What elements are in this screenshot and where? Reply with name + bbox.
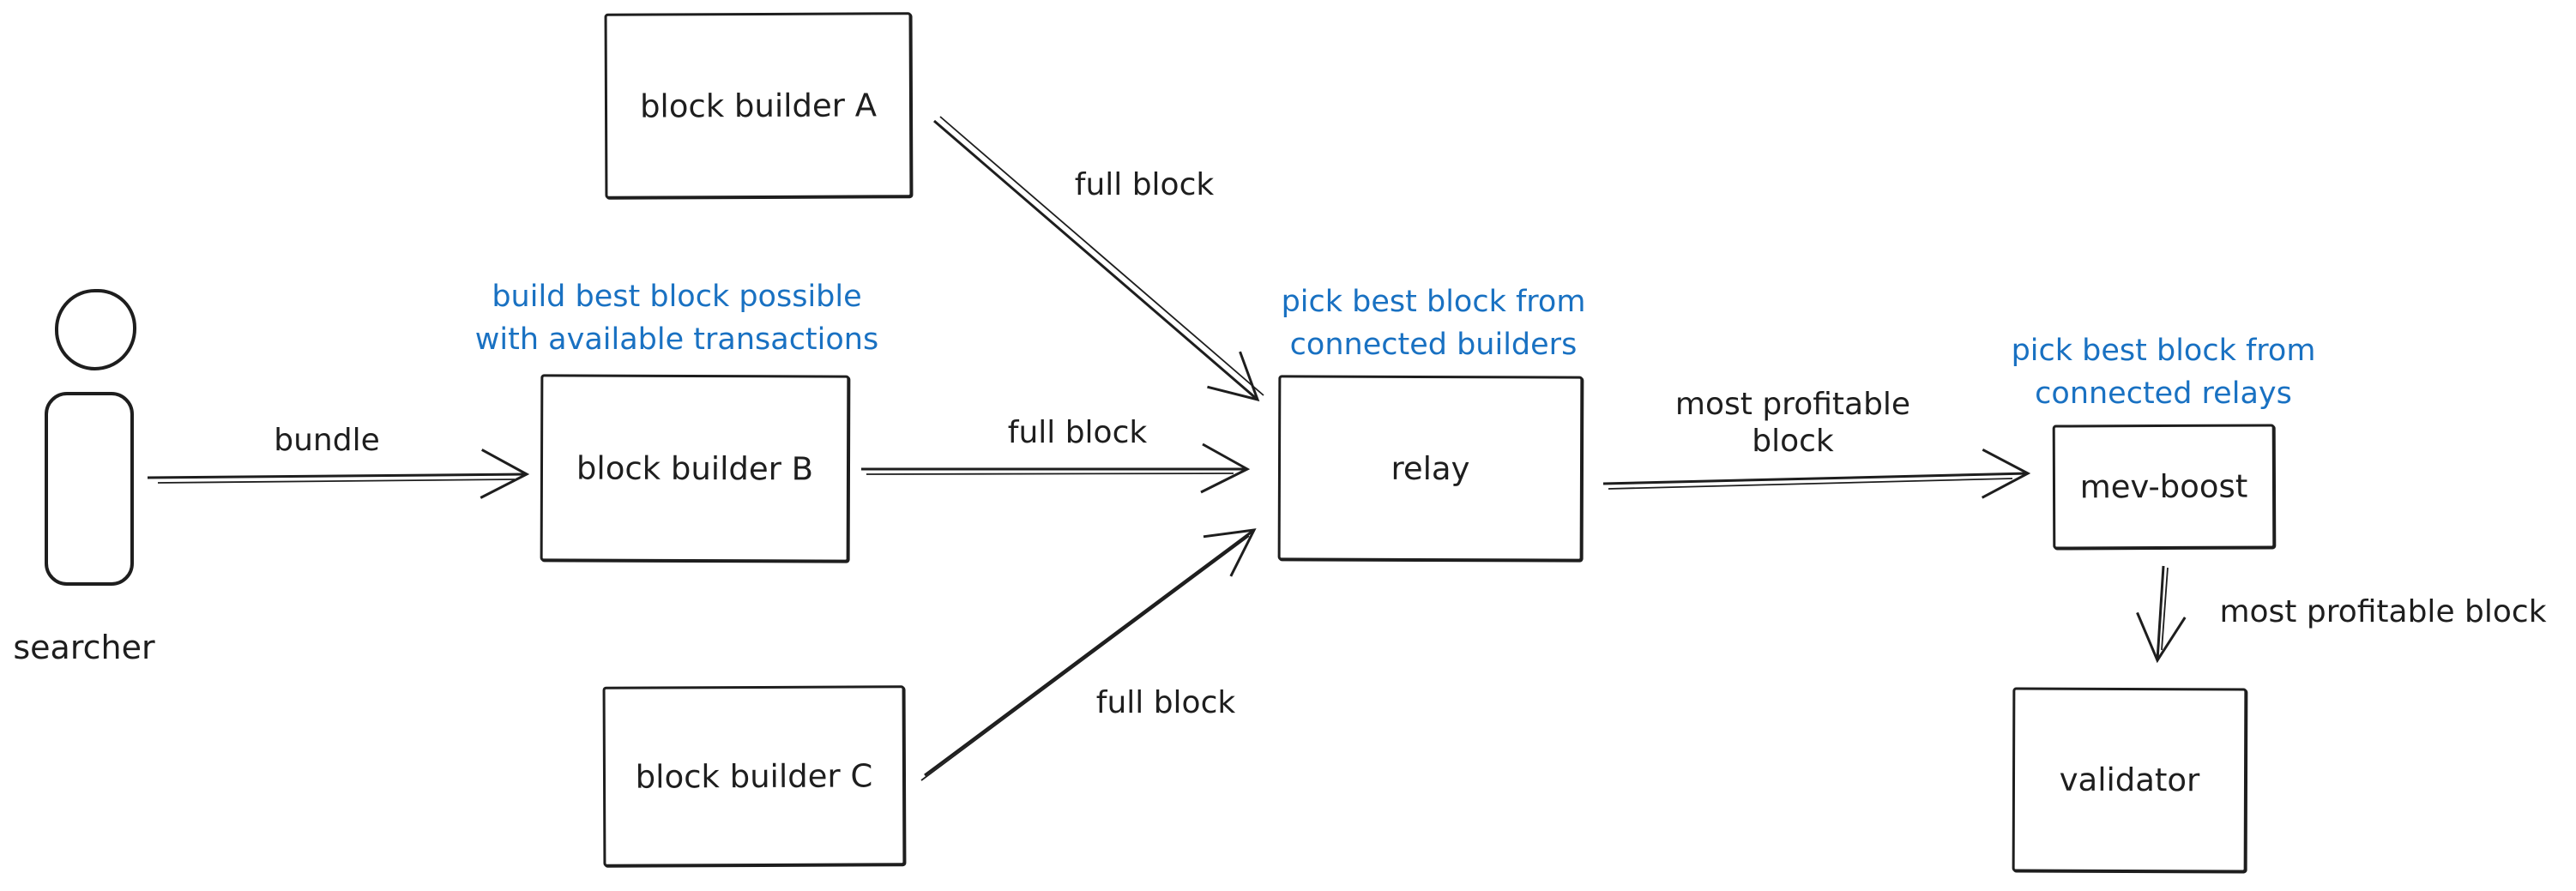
builder-b-to-relay-arrow [861, 442, 1251, 494]
mev-boost-to-validator-arrow [2136, 565, 2187, 664]
full-block-c-edge-label: full block [1095, 685, 1236, 720]
most-profitable-line2: block [1752, 424, 1834, 460]
mev-boost-label: mev-boost [2079, 467, 2248, 506]
validator-label: validator [2059, 761, 2200, 799]
most-profitable-block-edge-label-2: most profitable block [2219, 594, 2547, 629]
node-block-builder-b: block builder B [540, 374, 850, 563]
block-builder-b-label: block builder B [576, 449, 814, 487]
most-profitable-line1: most profitable [1674, 387, 1911, 422]
node-relay: relay [1277, 375, 1584, 562]
annotation-builders-line1: build best block possible [492, 280, 862, 314]
most-profitable-block-edge-label-1: most profitable block [1675, 386, 1910, 460]
person-head-icon [55, 289, 136, 370]
annotation-builders: build best block possible with available… [475, 276, 878, 361]
annotation-relay: pick best block from connected builders [1282, 281, 1586, 366]
searcher-label: searcher [13, 629, 155, 666]
node-block-builder-a: block builder A [604, 12, 913, 199]
full-block-a-edge-label: full block [1074, 167, 1215, 202]
builder-c-to-relay-arrow [920, 528, 1257, 781]
block-builder-a-label: block builder A [639, 86, 878, 125]
block-builder-c-label: block builder C [635, 756, 873, 796]
node-mev-boost: mev-boost [2052, 424, 2276, 550]
annotation-mev-boost-line2: connected relays [2035, 376, 2292, 411]
relay-to-mev-boost-arrow [1602, 448, 2031, 499]
annotation-mev-boost-line1: pick best block from [2011, 334, 2316, 368]
node-validator: validator [2012, 687, 2247, 873]
bundle-arrow [147, 449, 530, 499]
annotation-relay-line2: connected builders [1289, 327, 1578, 362]
annotation-relay-line1: pick best block from [1281, 285, 1586, 319]
node-block-builder-c: block builder C [602, 685, 906, 867]
full-block-b-edge-label: full block [1007, 415, 1148, 450]
builder-a-to-relay-arrow [933, 116, 1264, 402]
relay-label: relay [1391, 449, 1470, 487]
bundle-edge-label: bundle [274, 423, 380, 458]
annotation-builders-line2: with available transactions [474, 322, 879, 357]
person-body-icon [45, 392, 134, 586]
annotation-mev-boost: pick best block from connected relays [2012, 330, 2316, 415]
